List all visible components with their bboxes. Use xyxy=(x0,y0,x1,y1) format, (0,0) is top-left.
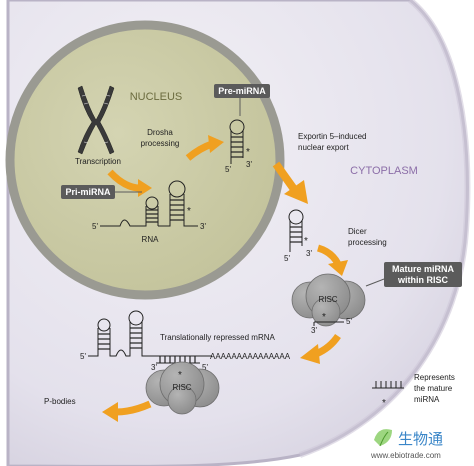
rna-label: RNA xyxy=(142,235,160,244)
svg-text:Pri-miRNA: Pri-miRNA xyxy=(65,187,111,197)
cell-membrane xyxy=(299,0,471,458)
nucleus xyxy=(5,20,285,300)
pre-5prime: 5' xyxy=(225,165,231,174)
arrow-p-bodies xyxy=(102,400,152,422)
pri-mirna-tag: Pri-miRNA xyxy=(61,185,142,199)
chromosome-icon xyxy=(77,85,115,155)
p-bodies-label: P-bodies xyxy=(44,397,76,406)
risc-mrna-star: * xyxy=(178,370,182,381)
pri-mirna-transcript xyxy=(100,180,198,227)
transcription-label: Transcription xyxy=(75,157,121,166)
risc-3prime: 3' xyxy=(311,326,317,335)
risc-star: * xyxy=(322,312,326,323)
poly-a-tail: AAAAAAAAAAAAAAA xyxy=(210,352,291,361)
exportin-label-2: nuclear export xyxy=(298,143,349,152)
cytoplasmic-pre-mirna xyxy=(288,209,304,252)
arrow-export xyxy=(272,161,308,204)
cyto-pre-star: * xyxy=(304,236,308,247)
svg-text:Pre-miRNA: Pre-miRNA xyxy=(218,86,266,96)
exportin-label-1: Exportin 5–induced xyxy=(298,132,367,141)
cyto-pre-3prime: 3' xyxy=(306,249,312,258)
pre-3prime: 3' xyxy=(246,160,252,169)
cytoplasm-label: CYTOPLASM xyxy=(350,165,418,177)
pre-mirna-hairpin xyxy=(229,119,245,164)
arrow-dicer xyxy=(316,244,348,276)
risc-mirna-duplex xyxy=(313,321,344,326)
legend-text-1: Represents xyxy=(414,373,455,382)
dicer-label-2: processing xyxy=(348,238,387,247)
dicer-label-1: Dicer xyxy=(348,227,367,236)
legend-star: * xyxy=(382,398,386,409)
svg-text:within RISC: within RISC xyxy=(397,275,448,285)
mrna-risc-3prime: 3' xyxy=(151,363,157,372)
arrow-repression xyxy=(300,333,341,364)
pre-mirna-tag: Pre-miRNA xyxy=(214,84,270,116)
watermark-leaf-icon xyxy=(374,429,392,447)
watermark-url: www.ebiotrade.com xyxy=(370,451,441,460)
legend-duplex-icon xyxy=(372,381,404,389)
risc-complex xyxy=(291,273,366,327)
risc-on-mrna xyxy=(145,361,220,415)
risc-5prime: 5' xyxy=(346,317,352,326)
legend-text-3: miRNA xyxy=(414,395,440,404)
pri-3prime: 3' xyxy=(200,222,206,231)
translational-repression-label: Translationally repressed mRNA xyxy=(160,333,276,342)
pre-star: * xyxy=(246,147,250,158)
drosha-label-1: Drosha xyxy=(147,128,173,137)
svg-text:Mature miRNA: Mature miRNA xyxy=(392,264,455,274)
drosha-label-2: processing xyxy=(141,139,180,148)
pri-star: * xyxy=(187,206,191,217)
mature-risc-tag: Mature miRNA within RISC xyxy=(365,262,462,287)
nucleus-label: NUCLEUS xyxy=(130,91,183,103)
legend-text-2: the mature xyxy=(414,384,453,393)
cyto-pre-5prime: 5' xyxy=(284,254,290,263)
mrna-5prime: 5' xyxy=(80,352,86,361)
arrow-drosha xyxy=(185,135,224,161)
risc-label: RISC xyxy=(318,295,337,304)
pri-5prime: 5' xyxy=(92,222,98,231)
risc-mrna-label: RISC xyxy=(172,383,191,392)
mrna-risc-5prime: 5' xyxy=(202,363,208,372)
watermark-cn: 生物通 xyxy=(398,430,443,448)
